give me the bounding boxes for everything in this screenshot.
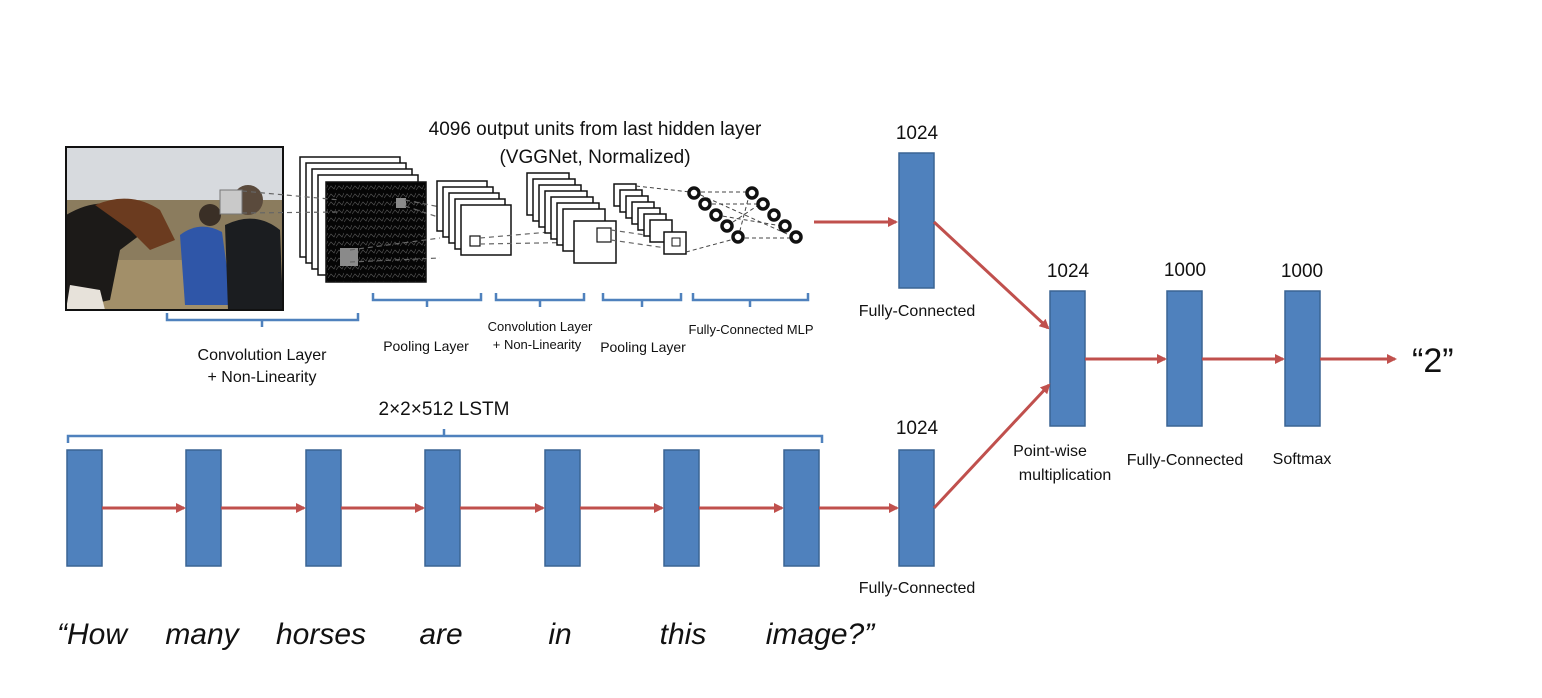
mlp-neurons [687, 186, 803, 244]
receptive-field-lines [241, 190, 466, 263]
cnn-stage-brackets [165, 293, 810, 327]
question-word: this [660, 618, 707, 651]
softmax-box [1284, 290, 1321, 427]
pool2-feature-maps [613, 183, 687, 255]
conv1-feature-maps [299, 156, 427, 283]
pool1-conv2-lines [479, 227, 597, 245]
fc-final-units: 1000 [1164, 260, 1206, 281]
lstm-bracket [66, 429, 824, 443]
fc-final-label: Fully-Connected [1127, 452, 1244, 469]
fc-question-units: 1024 [896, 418, 939, 439]
question-word: “How [57, 618, 129, 651]
lstm-cells [66, 449, 820, 567]
lstm-cell [544, 449, 581, 567]
softmax-units: 1000 [1281, 261, 1323, 282]
softmax-label: Softmax [1273, 451, 1332, 468]
question-word: image?” [766, 618, 876, 651]
lstm-cell [185, 449, 222, 567]
lstm-cell [66, 449, 103, 567]
question-words: “How many horses are in this image?” [57, 618, 876, 651]
mlp-connections [635, 185, 797, 253]
cnn-header-line2: (VGGNet, Normalized) [499, 147, 690, 168]
fc-image-box [898, 152, 935, 289]
mlp-label: Fully-Connected MLP [689, 322, 814, 337]
fc-question-box [898, 449, 935, 567]
pointwise-box [1049, 290, 1086, 427]
lstm-cell [424, 449, 461, 567]
pool1-label: Pooling Layer [383, 338, 469, 354]
fc-question-label: Fully-Connected [859, 580, 976, 597]
conv1-label-line1: Convolution Layer [198, 347, 328, 364]
pointwise-units: 1024 [1047, 261, 1090, 282]
conv1-label-line2: + Non-Linearity [208, 369, 317, 386]
question-word: are [419, 618, 462, 651]
fc-image-units: 1024 [896, 123, 939, 144]
pool2-label: Pooling Layer [600, 339, 686, 355]
question-word: horses [276, 618, 366, 651]
pool1-feature-maps [436, 180, 512, 256]
lstm-cell [663, 449, 700, 567]
conv2-feature-maps [526, 172, 617, 264]
pointwise-label-line1: Point-wise [1013, 443, 1087, 460]
question-word: in [548, 618, 571, 651]
lstm-cell [305, 449, 342, 567]
question-word: many [165, 618, 240, 651]
flow-arrows [814, 217, 1397, 513]
conv2-label-line1: Convolution Layer [488, 319, 593, 334]
fc-final-box [1166, 290, 1203, 427]
cnn-header-line1: 4096 output units from last hidden layer [429, 119, 762, 140]
lstm-cell [783, 449, 820, 567]
fc-image-label: Fully-Connected [859, 303, 976, 320]
lstm-label: 2×2×512 LSTM [379, 399, 510, 420]
conv2-label-line2: + Non-Linearity [493, 337, 582, 352]
pointwise-label-line2: multiplication [1019, 467, 1111, 484]
output-answer: “2” [1412, 342, 1454, 380]
input-photo [66, 147, 283, 310]
